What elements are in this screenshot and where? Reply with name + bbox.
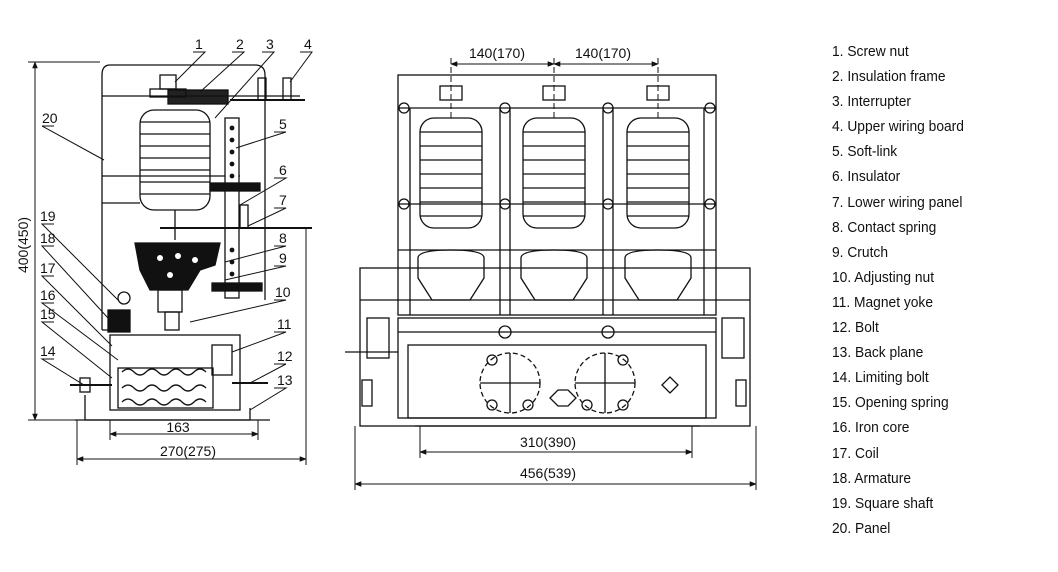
legend-item-11: 11. Magnet yoke — [832, 293, 934, 311]
side-dimensions — [28, 61, 307, 465]
callout-2: 2 — [236, 36, 244, 52]
callout-3: 3 — [266, 36, 274, 52]
legend-item-1: 1. Screw nut — [832, 43, 909, 60]
callout-19: 19 — [40, 208, 56, 224]
dim-front-total: 456(539) — [520, 465, 576, 481]
square-shaft — [117, 291, 131, 305]
dim-front-mount: 310(390) — [520, 434, 576, 450]
legend-item-14: 14. Limiting bolt — [832, 369, 929, 387]
panel-outline — [110, 64, 266, 300]
callout-12: 12 — [277, 348, 293, 364]
callout-9: 9 — [279, 250, 287, 266]
legend-item-13: 13. Back plane — [832, 344, 924, 362]
callout-15: 15 — [40, 306, 56, 322]
side-view — [70, 64, 312, 421]
interrupter — [139, 109, 211, 211]
callout-17: 17 — [40, 260, 56, 276]
coil — [117, 367, 214, 409]
callout-numbers: 1 2 3 4 5 6 7 8 9 10 11 12 13 14 15 16 1… — [40, 36, 312, 388]
dim-side-height: 400(450) — [15, 217, 31, 273]
legend-item-17: 17. Coil — [832, 444, 879, 462]
legend-item-8: 8. Contact spring — [832, 218, 937, 236]
legend-item-10: 10. Adjusting nut — [832, 268, 935, 286]
parts-legend: 1. Screw nut 2. Insulation frame 3. Inte… — [832, 39, 975, 541]
dim-side-total: 270(275) — [160, 443, 216, 459]
legend-item-6: 6. Insulator — [832, 168, 901, 186]
legend-item-3: 3. Interrupter — [832, 93, 912, 111]
callout-1: 1 — [195, 36, 203, 52]
callout-leaders — [40, 51, 313, 411]
callout-5: 5 — [279, 116, 287, 132]
front-dimensions — [354, 58, 757, 490]
callout-6: 6 — [279, 162, 287, 178]
callout-18: 18 — [40, 230, 56, 246]
legend-item-19: 19. Square shaft — [832, 494, 934, 512]
legend-item-2: 2. Insulation frame — [832, 68, 946, 86]
crutch — [134, 242, 221, 291]
callout-8: 8 — [279, 230, 287, 246]
legend-item-4: 4. Upper wiring board — [832, 118, 964, 136]
legend-item-16: 16. Iron core — [832, 419, 910, 437]
callout-11: 11 — [277, 316, 292, 332]
soft-link — [224, 117, 240, 299]
magnet-yoke — [109, 334, 241, 411]
dim-pitch-left: 140(170) — [469, 45, 525, 61]
callout-16: 16 — [40, 287, 56, 303]
callout-10: 10 — [275, 284, 291, 300]
legend-item-7: 7. Lower wiring panel — [832, 193, 963, 211]
legend-item-12: 12. Bolt — [832, 319, 879, 337]
callout-14: 14 — [40, 343, 56, 359]
front-view — [345, 74, 751, 427]
callout-7: 7 — [279, 192, 287, 208]
legend-item-20: 20. Panel — [832, 519, 891, 537]
legend-item-18: 18. Armature — [832, 469, 912, 487]
dim-side-base: 163 — [166, 419, 190, 435]
legend-item-9: 9. Crutch — [832, 243, 888, 261]
front-frame — [397, 74, 717, 316]
dim-pitch-right: 140(170) — [575, 45, 631, 61]
screw-nut — [159, 74, 177, 90]
callout-13: 13 — [277, 372, 293, 388]
callout-20: 20 — [42, 110, 58, 126]
legend-item-5: 5. Soft-link — [832, 143, 898, 161]
callout-4: 4 — [304, 36, 312, 52]
opening-spring — [121, 368, 207, 406]
legend-item-15: 15. Opening spring — [832, 394, 949, 412]
